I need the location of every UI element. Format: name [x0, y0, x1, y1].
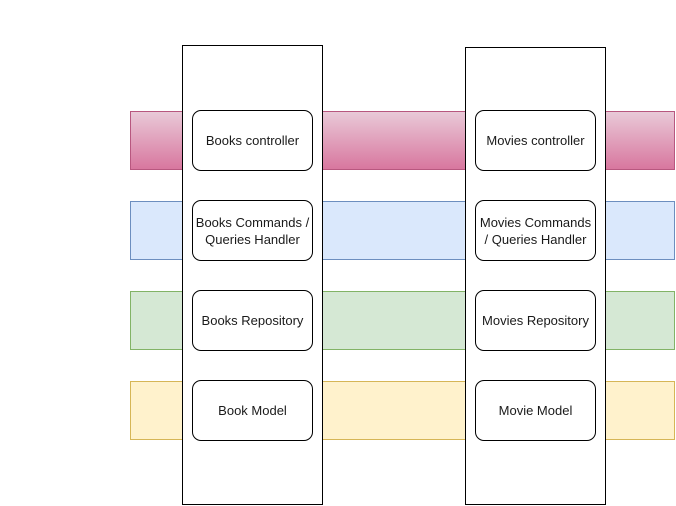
movies-handler-node[interactable]: Movies Commands / Queries Handler	[475, 200, 596, 261]
books-controller-label: Books controller	[205, 133, 300, 148]
book-model-node[interactable]: Book Model	[192, 380, 313, 441]
books-handler-node[interactable]: Books Commands / Queries Handler	[192, 200, 313, 261]
movies-repository-node[interactable]: Movies Repository	[475, 290, 596, 351]
movies-repository-label: Movies Repository	[482, 313, 589, 328]
movie-model-node[interactable]: Movie Model	[475, 380, 596, 441]
movies-controller-label: Movies controller	[486, 133, 585, 148]
book-model-label: Book Model	[218, 403, 287, 418]
movie-model-label: Movie Model	[498, 403, 573, 418]
movies-controller-node[interactable]: Movies controller	[475, 110, 596, 171]
movies-handler-label: Movies Commands / Queries Handler	[479, 214, 592, 247]
books-repository-label: Books Repository	[201, 313, 304, 328]
books-handler-label: Books Commands / Queries Handler	[195, 214, 310, 247]
books-repository-node[interactable]: Books Repository	[192, 290, 313, 351]
books-controller-node[interactable]: Books controller	[192, 110, 313, 171]
